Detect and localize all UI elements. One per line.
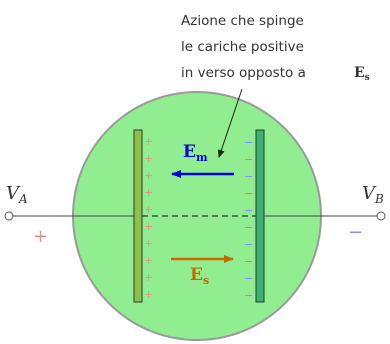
charge-plus: +: [144, 203, 153, 216]
plus-charges: + + + + + + + + + +: [144, 135, 153, 301]
charge-plus: +: [144, 271, 153, 284]
charge-minus: −: [244, 221, 253, 234]
charge-minus: −: [244, 204, 253, 217]
annotation-line-2: le cariche positive: [181, 39, 304, 55]
em-label-sub: m: [196, 151, 208, 164]
em-label: Em: [183, 142, 208, 164]
left-plate: [133, 129, 143, 303]
minus-charges: − − − − − − − − − −: [244, 136, 253, 302]
annotation-es-sub: s: [365, 73, 370, 83]
right-plate: [255, 129, 265, 303]
charge-plus: +: [144, 237, 153, 250]
annotation-es-symbol: Es: [354, 65, 370, 83]
charge-plus: +: [144, 288, 153, 301]
charge-plus: +: [144, 169, 153, 182]
charge-plus: +: [144, 135, 153, 148]
es-label-sub: s: [203, 274, 209, 287]
charge-minus: −: [244, 272, 253, 285]
terminal-b: [376, 211, 386, 221]
vb-label-sub: B: [374, 192, 384, 206]
charge-plus: +: [144, 220, 153, 233]
charge-minus: −: [244, 289, 253, 302]
charge-minus: −: [244, 153, 253, 166]
annotation-es-main: E: [354, 65, 365, 81]
annotation-line-3: in verso opposto a: [181, 65, 306, 81]
terminal-a: [4, 211, 14, 221]
charge-minus: −: [244, 136, 253, 149]
charge-plus: +: [144, 254, 153, 267]
charge-minus: −: [244, 187, 253, 200]
terminal-minus-sign: −: [348, 222, 363, 243]
va-label: VA: [6, 183, 28, 206]
charge-plus: +: [144, 186, 153, 199]
charge-minus: −: [244, 255, 253, 268]
va-label-main: V: [6, 183, 21, 204]
annotation-line-1: Azione che spinge: [181, 13, 304, 29]
es-label-main: E: [190, 265, 203, 285]
va-label-sub: A: [18, 192, 28, 206]
charge-plus: +: [144, 152, 153, 165]
terminal-plus-sign: +: [33, 226, 48, 247]
em-label-main: E: [183, 142, 196, 162]
vb-label-main: V: [362, 183, 377, 204]
es-label: Es: [190, 265, 209, 287]
charge-minus: −: [244, 170, 253, 183]
vb-label: VB: [362, 183, 384, 206]
annotation-pointer-arrow: [217, 88, 243, 158]
charge-minus: −: [244, 238, 253, 251]
